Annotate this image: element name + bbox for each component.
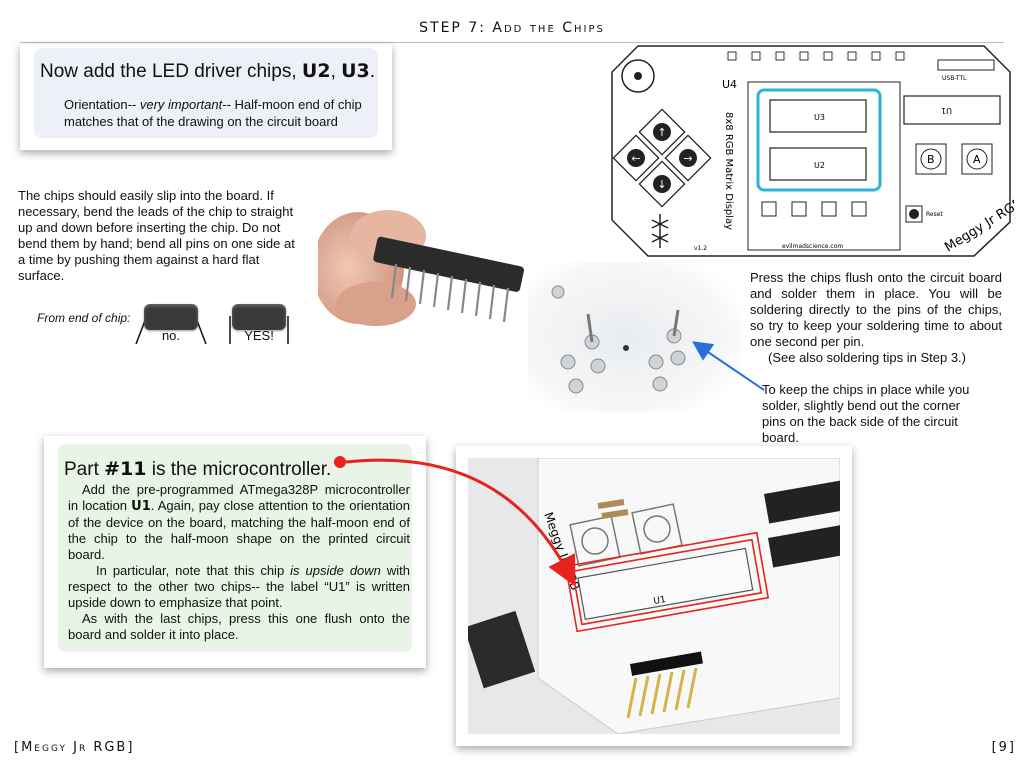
- heading-comma: ,: [330, 61, 342, 82]
- mc-p1-b: . Again, pay close attention to the orie…: [68, 498, 411, 562]
- bending-chip-photo: [318, 186, 538, 328]
- straight-leads-diagram: [229, 316, 289, 344]
- board-u2-label: U2: [814, 161, 825, 170]
- blue-arrow: [692, 341, 765, 391]
- microcontroller-photo-frame: Meggy Jr RGB U1: [456, 446, 852, 746]
- mc-p2-a: In particular, note that this chip: [96, 563, 291, 578]
- led-driver-card-panel: Now add the LED driver chips, U2, U3. Or…: [34, 48, 378, 138]
- no-label: no.: [161, 328, 181, 343]
- from-end-label: From end of chip:: [37, 311, 131, 325]
- mc-paragraph-3: As with the last chips, press this one f…: [68, 611, 410, 642]
- board-u1-label: U1: [941, 106, 952, 115]
- board-u4-label: U4: [722, 78, 737, 91]
- mc-paragraph-1: Add the pre-programmed ATmega328P microc…: [68, 482, 410, 563]
- solder-instructions-main: Press the chips flush onto the circuit b…: [750, 270, 1002, 349]
- led-driver-card: Now add the LED driver chips, U2, U3. Or…: [20, 44, 392, 150]
- solder-instructions: Press the chips flush onto the circuit b…: [750, 270, 1002, 366]
- board-usb-label: USB-TTL: [942, 75, 967, 82]
- mc-p1-u1: U1: [131, 499, 151, 514]
- photo-u1-label: U1: [653, 595, 667, 607]
- u2-label: U2: [301, 60, 331, 82]
- svg-text:↑: ↑: [657, 126, 666, 139]
- mc-p2-b: with respect to the other two chips-- th…: [68, 563, 411, 610]
- part-number: #11: [104, 458, 147, 480]
- u3-label: U3: [341, 60, 370, 82]
- heading-part-suffix: is the microcontroller.: [146, 459, 332, 480]
- svg-text:↓: ↓: [657, 178, 666, 191]
- board-site: evilmadscience.com: [782, 243, 843, 250]
- board-version: v1.2: [694, 245, 707, 252]
- board-u3-label: U3: [814, 113, 825, 122]
- led-driver-heading: Now add the LED driver chips, U2, U3.: [40, 60, 375, 83]
- microcontroller-heading: Part #11 is the microcontroller.: [64, 458, 331, 481]
- chip-bent-leads-figure: no.: [134, 304, 208, 346]
- bent-pins-photo: [528, 262, 743, 412]
- circuit-board-drawing: USB-TTL U4 U3 U2 8x8 RGB Matrix Display …: [608, 42, 1024, 260]
- orientation-note-emphasis: very important: [139, 97, 223, 112]
- red-arrow: [334, 456, 576, 587]
- header-divider: [20, 42, 1004, 43]
- mc-p1-a: Add the pre-programmed ATmega328P microc…: [68, 482, 410, 513]
- board-title: 8x8 RGB Matrix Display: [723, 112, 734, 230]
- svg-text:→: →: [683, 152, 692, 165]
- microcontroller-card-panel: Part #11 is the microcontroller. Add the…: [58, 444, 412, 652]
- chip-body-yes: [232, 304, 286, 330]
- svg-text:←: ←: [631, 152, 640, 165]
- orientation-note: Orientation-- very important-- Half-moon…: [64, 96, 374, 130]
- heading-part-prefix: Part: [64, 459, 105, 480]
- yes-label: YES!: [244, 328, 274, 343]
- see-also-note: (See also soldering tips in Step 3.): [768, 350, 966, 365]
- page-title: STEP 7: Add the Chips: [419, 20, 605, 36]
- microcontroller-photo: Meggy Jr RGB U1: [468, 458, 840, 734]
- microcontroller-body: Add the pre-programmed ATmega328P microc…: [68, 482, 410, 643]
- chip-straight-leads-figure: YES!: [222, 304, 296, 346]
- chip-insertion-text: The chips should easily slip into the bo…: [18, 188, 295, 283]
- chip-body-no: [144, 304, 198, 330]
- microcontroller-card: Part #11 is the microcontroller. Add the…: [44, 436, 426, 668]
- board-btn-a: A: [973, 153, 981, 166]
- board-reset: Reset: [926, 211, 943, 218]
- mc-p2-emph: is upside down: [290, 563, 381, 578]
- footer-doc-title: [Meggy Jr RGB]: [14, 740, 135, 755]
- u2-u3-highlight: [756, 88, 882, 192]
- mc-paragraph-2: In particular, note that this chip is up…: [68, 563, 410, 611]
- board-btn-b: B: [927, 153, 935, 166]
- orientation-note-suffix: -- Half-moon end of chip matches that of…: [64, 97, 362, 129]
- page-number: [9]: [991, 740, 1016, 755]
- led-driver-heading-text: Now add the LED driver chips,: [40, 61, 302, 82]
- orientation-note-prefix: Orientation--: [64, 97, 140, 112]
- heading-period: .: [369, 61, 376, 82]
- bend-pins-text: To keep the chips in place while you sol…: [762, 382, 970, 445]
